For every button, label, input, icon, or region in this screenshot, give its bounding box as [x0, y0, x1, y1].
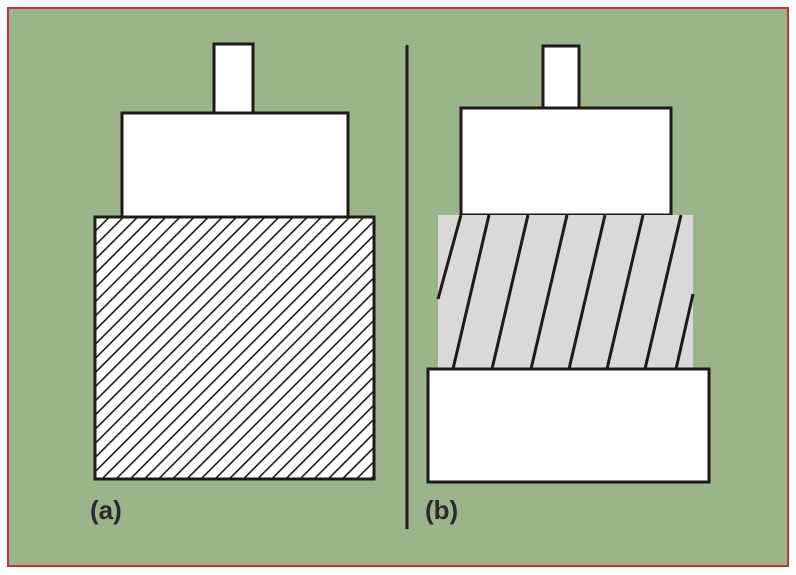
shear-line [674, 293, 695, 370]
panel-b: (b) [425, 44, 711, 525]
shear-line [451, 214, 491, 370]
panel-b-sheared-zone [438, 215, 693, 369]
panel-a-upper-block [120, 111, 350, 219]
shear-line [436, 214, 463, 300]
panel-a-label: (a) [90, 495, 122, 525]
panel-b-label: (b) [425, 495, 458, 525]
panel-a: (a) [90, 42, 376, 525]
shear-line [567, 214, 607, 370]
panel-b-pin [541, 44, 581, 110]
panel-a-hatched-block [93, 215, 376, 481]
shear-line [605, 214, 645, 370]
shear-line [643, 214, 683, 370]
panel-b-lower-block [426, 367, 711, 484]
shear-line [529, 214, 569, 370]
panel-a-pin [212, 42, 255, 115]
panel-b-shear-lines [436, 214, 695, 370]
panel-b-upper-block [459, 106, 673, 217]
shear-line [490, 214, 530, 370]
